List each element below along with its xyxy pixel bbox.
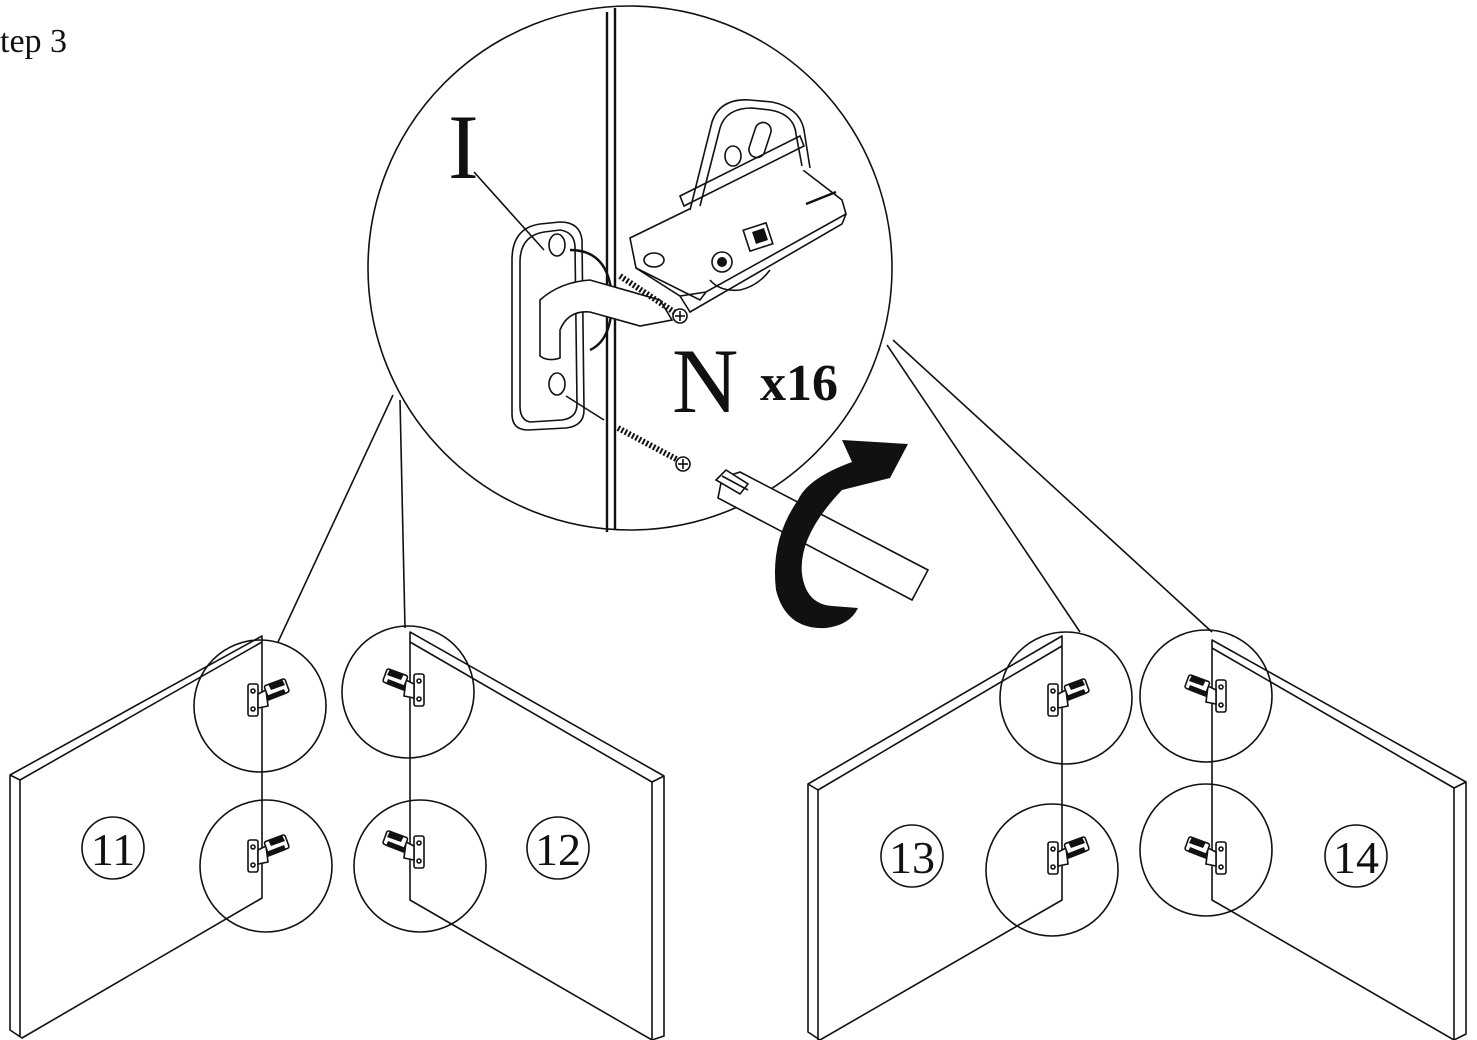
svg-text:13: 13 bbox=[889, 832, 935, 883]
svg-text:12: 12 bbox=[535, 824, 581, 875]
svg-text:14: 14 bbox=[1333, 832, 1379, 883]
screw-part-label: N bbox=[672, 330, 738, 432]
door-label-14: 14 bbox=[1324, 824, 1388, 888]
screw-quantity: x16 bbox=[760, 355, 838, 412]
detail-magnifier bbox=[277, 5, 1213, 643]
door-label-12: 12 bbox=[526, 816, 590, 880]
door-pair-left bbox=[9, 625, 665, 1040]
screwdriver-icon bbox=[714, 468, 930, 602]
rotate-arrow-icon bbox=[774, 440, 908, 629]
hinge-illustration bbox=[473, 99, 847, 472]
door-label-11: 11 bbox=[81, 816, 145, 880]
door-pair-right bbox=[807, 629, 1467, 1040]
step-label: tep 3 bbox=[0, 23, 67, 60]
hinge-part-label: I bbox=[448, 96, 479, 198]
door-label-13: 13 bbox=[880, 824, 944, 888]
svg-text:11: 11 bbox=[91, 824, 135, 875]
